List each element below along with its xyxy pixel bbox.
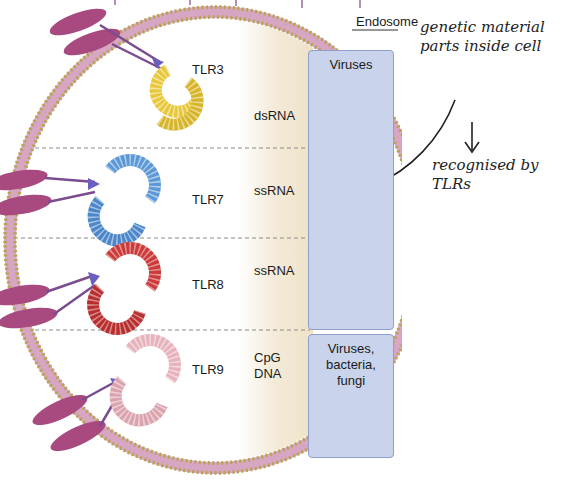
pathogen-text: Viruses, bacteria, fungi bbox=[312, 341, 390, 389]
pathogen-text: Viruses bbox=[312, 57, 390, 73]
organelle-label: Endosome bbox=[356, 14, 416, 30]
ligand-label: CpG DNA bbox=[254, 350, 296, 382]
receptor-label: TLR3 bbox=[192, 62, 242, 78]
receptor-label: TLR7 bbox=[192, 192, 242, 208]
handwritten-note: recognised by TLRs bbox=[432, 156, 542, 194]
receptor-label: TLR9 bbox=[192, 362, 242, 378]
ligand-label: ssRNA bbox=[254, 263, 304, 279]
receptor-label: TLR8 bbox=[192, 277, 242, 293]
handwritten-note: genetic material parts inside cell bbox=[420, 18, 550, 56]
ligand-label: dsRNA bbox=[254, 108, 304, 124]
pathogen-box: Viruses bbox=[308, 50, 394, 330]
ligand-label: ssRNA bbox=[254, 183, 304, 199]
pathogen-box: Viruses, bacteria, fungi bbox=[308, 334, 394, 458]
